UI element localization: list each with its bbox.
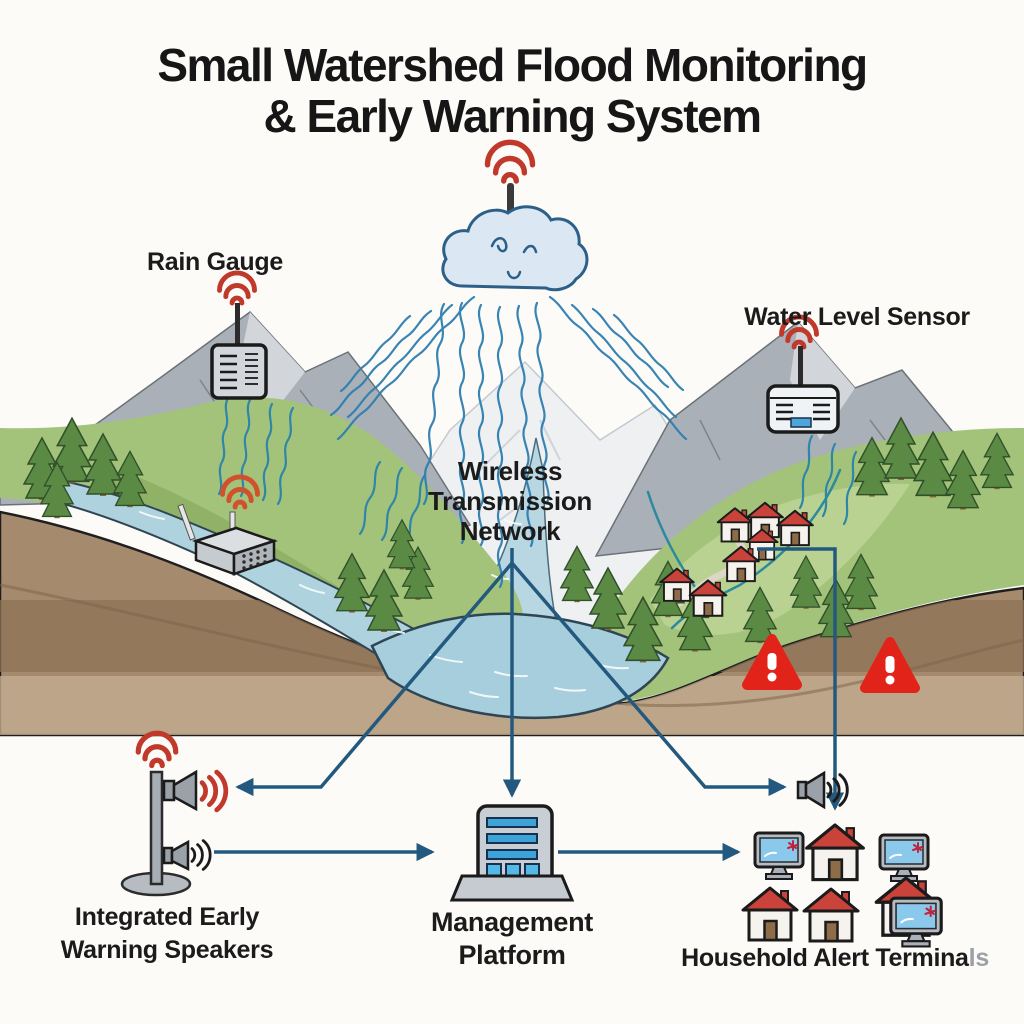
rain-cloud-icon: [441, 141, 589, 292]
wireless-network-label-line2: Transmission: [427, 486, 593, 517]
rain-gauge-device-icon: [210, 272, 268, 400]
wireless-network-label-line1: Wireless: [457, 456, 563, 486]
sound-waves-icon: [827, 774, 848, 806]
wireless-network-label: Wireless Transmission Network: [400, 456, 620, 546]
warning-speakers-label-line1: Integrated Early: [74, 903, 260, 931]
title-line1: Small Watershed Flood Monitoring: [157, 39, 868, 91]
speaker-horn-icon: [162, 769, 227, 812]
wifi-signal-icon: [487, 141, 533, 182]
warning-speaker-pole-icon: [120, 732, 227, 897]
management-platform-label-line1: Management: [430, 907, 594, 937]
wifi-signal-icon: [219, 272, 255, 304]
management-platform-building-icon: [449, 804, 575, 902]
speaker-horn-icon: [162, 839, 211, 872]
management-platform-label-line2: Platform: [458, 939, 566, 970]
river-monitoring-station-icon: [177, 476, 278, 576]
page-title: Small Watershed Flood Monitoring & Early…: [0, 40, 1024, 141]
house-icon: [805, 823, 865, 882]
water-level-sensor-device-icon: [766, 316, 840, 434]
arrow-network-to-speakers: [235, 561, 514, 797]
household-terminals-label-fade: ls: [968, 944, 990, 972]
devices: [177, 141, 840, 576]
title-line2: & Early Warning System: [263, 89, 762, 142]
rain-streams: [329, 295, 688, 589]
household-terminals-label: Household Alert Terminals: [655, 944, 1015, 973]
bottom-components: [120, 732, 943, 949]
sound-waves-icon: [201, 771, 227, 811]
management-platform-label: Management Platform: [402, 906, 622, 972]
water-level-sensor-label: Water Level Sensor: [744, 303, 970, 331]
alert-monitor-icon: [753, 831, 805, 881]
arrow-network-to-household-speaker: [510, 561, 787, 797]
household-terminals-label-main: Household Alert Termina: [681, 944, 969, 972]
warning-speakers-label-line2: Warning Speakers: [60, 935, 274, 964]
arrow-village-to-household: [757, 547, 845, 811]
household-speaker-icon: [796, 770, 848, 810]
alert-monitor-icon: [878, 833, 930, 883]
warning-speakers-label: Integrated Early Warning Speakers: [38, 901, 296, 966]
wifi-signal-icon: [137, 732, 177, 766]
sound-waves-icon: [191, 840, 211, 870]
alert-monitor-icon: [889, 896, 943, 949]
connector-arrows: [214, 547, 845, 862]
house-icon: [802, 887, 860, 943]
wireless-network-label-line3: Network: [459, 516, 561, 547]
house-icon: [741, 886, 799, 942]
household-alert-terminals-group: [741, 823, 943, 949]
rain-gauge-label: Rain Gauge: [147, 248, 283, 276]
